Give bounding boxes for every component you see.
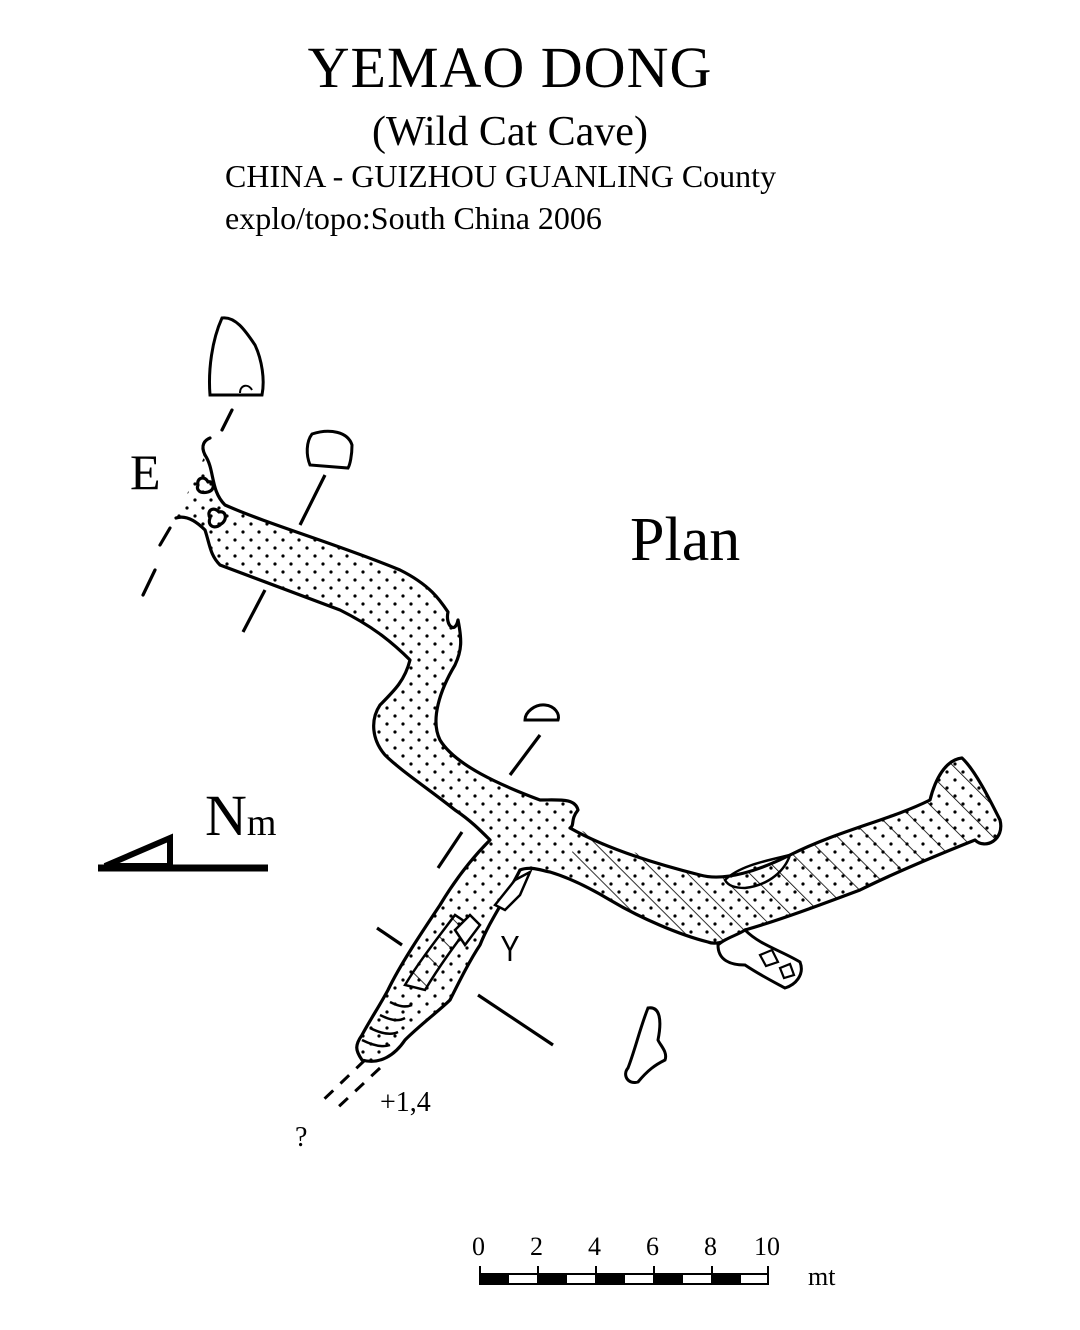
rock-1 bbox=[195, 476, 215, 495]
south-blocks bbox=[453, 869, 533, 948]
section-shape-top-detail bbox=[239, 384, 253, 394]
section-shape-2 bbox=[305, 429, 354, 470]
plan-label: Plan bbox=[630, 506, 741, 574]
scale-tick-6: 6 bbox=[646, 1232, 659, 1261]
map-title: YEMAO DONG bbox=[307, 35, 713, 100]
north-label: Nm bbox=[205, 782, 276, 849]
scale-tick-2: 2 bbox=[530, 1232, 543, 1261]
unknown-label: ? bbox=[295, 1122, 308, 1153]
north-letter: N bbox=[205, 783, 247, 848]
step-rungs bbox=[361, 1000, 413, 1048]
section-shape-4 bbox=[624, 1006, 668, 1085]
cave-passage bbox=[141, 408, 1003, 1063]
dotted-patch bbox=[723, 853, 792, 890]
unknown-continuation bbox=[316, 1058, 382, 1114]
section-line-2 bbox=[241, 589, 267, 633]
section-line-4 bbox=[436, 831, 464, 869]
rock-2 bbox=[207, 507, 227, 529]
cross-section-shapes bbox=[208, 316, 668, 1085]
north-arrow-icon bbox=[98, 833, 268, 872]
south-crawl-hatch bbox=[403, 913, 472, 992]
depth-label: +1,4 bbox=[380, 1087, 431, 1118]
entrance-dash-2 bbox=[158, 526, 172, 547]
map-subtitle: (Wild Cat Cave) bbox=[372, 109, 648, 155]
scale-tick-8: 8 bbox=[704, 1232, 717, 1261]
scale-unit: mt bbox=[808, 1262, 836, 1291]
section-line-3 bbox=[508, 734, 542, 776]
cross-section-lines bbox=[241, 474, 554, 1047]
section-shape-top bbox=[208, 316, 265, 397]
credits-text: explo/topo:South China 2006 bbox=[225, 200, 602, 236]
entrance-label: E bbox=[130, 444, 161, 500]
section-line-5 bbox=[376, 926, 403, 947]
scale-tick-4: 4 bbox=[588, 1232, 601, 1261]
hatched-chamber bbox=[565, 758, 1001, 944]
location-text: CHINA - GUIZHOU GUANLING County bbox=[225, 158, 777, 194]
entrance-wall bbox=[201, 436, 212, 457]
scale-tick-0: 0 bbox=[472, 1232, 485, 1261]
section-line-1 bbox=[298, 474, 327, 526]
north-magnetic-sub: m bbox=[246, 802, 277, 844]
entrance-dash-3 bbox=[141, 568, 157, 597]
side-pocket-rocks bbox=[758, 948, 796, 980]
entrance-dash-1 bbox=[220, 408, 234, 432]
side-pocket bbox=[716, 928, 803, 990]
section-shape-3 bbox=[523, 703, 560, 722]
passage-main-outline bbox=[174, 453, 1003, 1063]
section-line-6 bbox=[477, 993, 554, 1047]
scale-bar-icon bbox=[479, 1266, 769, 1285]
scale-tick-10: 10 bbox=[754, 1232, 780, 1261]
passage-label: Y bbox=[500, 928, 520, 969]
